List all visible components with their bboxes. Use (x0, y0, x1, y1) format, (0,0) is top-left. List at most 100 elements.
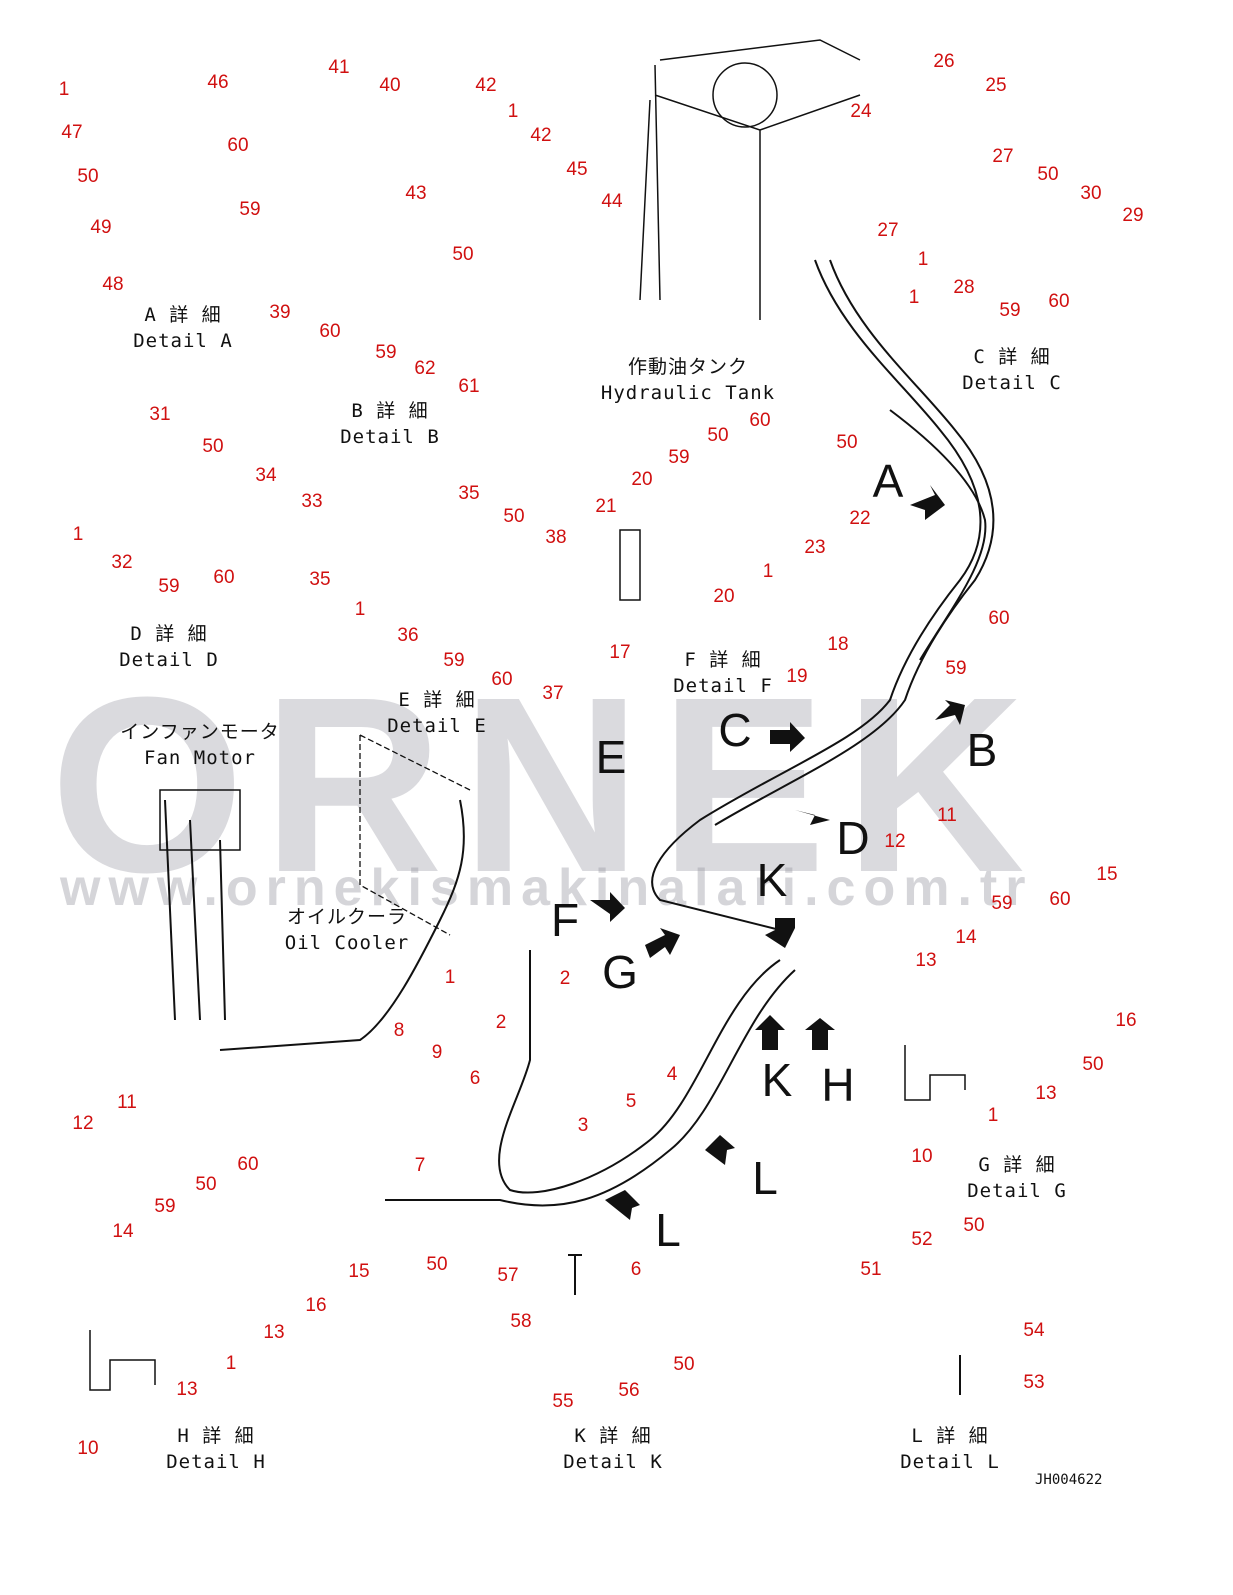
part-number-callout: 4 (666, 1064, 678, 1085)
part-number-callout: 38 (545, 527, 567, 548)
component-label-jp: インファンモータ (120, 721, 280, 743)
detail-g-bracket (904, 1045, 966, 1101)
detail-caption-jp: F 詳 細 (684, 649, 762, 671)
part-number-callout: 35 (309, 569, 331, 590)
part-number-callout: 59 (154, 1196, 176, 1217)
view-letter: K (756, 854, 788, 906)
watermark-logo: ORNEK (50, 645, 1043, 924)
part-number-callout: 59 (991, 893, 1013, 914)
detail-caption-jp: L 詳 細 (911, 1425, 989, 1447)
part-number-callout: 6 (630, 1259, 642, 1280)
part-number-callout: 60 (749, 410, 771, 431)
part-number-callout: 50 (77, 166, 99, 187)
component-label-en: Fan Motor (144, 747, 256, 769)
part-number-callout: 59 (239, 199, 261, 220)
part-number-callout: 1 (917, 249, 929, 270)
part-number-callout: 49 (90, 217, 112, 238)
part-number-callout: 54 (1023, 1320, 1045, 1341)
detail-caption-jp: G 詳 細 (978, 1154, 1056, 1176)
fan-motor-body (159, 789, 241, 851)
detail-h-bracket (89, 1330, 156, 1391)
component-label-en: Hydraulic Tank (600, 382, 776, 404)
part-number-callout: 50 (1082, 1054, 1104, 1075)
part-number-callout: 50 (503, 506, 525, 527)
part-number-callout: 59 (443, 650, 465, 671)
part-number-callout: 20 (631, 469, 653, 490)
part-number-callout: 41 (328, 57, 350, 78)
part-number-callout: 12 (884, 831, 906, 852)
part-number-callout: 50 (707, 425, 729, 446)
view-letter: L (655, 1204, 681, 1256)
view-letter: B (966, 724, 998, 776)
part-number-callout: 44 (601, 191, 623, 212)
part-number-callout: 14 (955, 927, 977, 948)
part-number-callout: 11 (937, 805, 957, 826)
detail-caption-en: Detail E (387, 715, 487, 737)
component-label-en: Oil Cooler (284, 932, 410, 954)
part-number-callout: 1 (58, 79, 70, 100)
part-number-callout: 1 (72, 524, 84, 545)
component-label-jp: 作動油タンク (627, 356, 748, 378)
detail-caption-jp: A 詳 細 (144, 304, 222, 326)
view-letter: C (718, 704, 752, 756)
part-number-callout: 12 (72, 1113, 94, 1134)
hose-main-3 (889, 409, 987, 661)
part-number-callout: 7 (414, 1155, 426, 1176)
part-number-callout: 58 (510, 1311, 532, 1332)
view-letter: D (836, 812, 870, 864)
part-number-callout: 40 (379, 75, 401, 96)
component-label: 作動油タンク Hydraulic Tank (601, 354, 775, 406)
part-number-callout: 60 (237, 1154, 259, 1175)
part-number-callout: 21 (595, 496, 617, 517)
detail-caption-en: Detail C (962, 372, 1062, 394)
part-number-callout: 60 (213, 567, 235, 588)
view-letter: F (550, 894, 580, 946)
part-number-callout: 50 (963, 1215, 985, 1236)
part-number-callout: 37 (542, 683, 564, 704)
hose-main-2 (714, 259, 995, 826)
view-arrows (590, 485, 965, 1220)
detail-caption-jp: H 詳 細 (177, 1425, 255, 1447)
part-number-callout: 1 (225, 1353, 237, 1374)
view-letter: G (602, 946, 638, 998)
part-number-callout: 20 (713, 586, 735, 607)
part-number-callout: 13 (263, 1322, 285, 1343)
part-number-callout: 34 (255, 465, 277, 486)
part-number-callout: 10 (77, 1438, 99, 1459)
hydraulic-tank-outline (639, 39, 861, 320)
part-number-callout: 50 (452, 244, 474, 265)
view-letter: E (595, 731, 627, 783)
part-number-callout: 59 (375, 342, 397, 363)
part-number-callout: 59 (668, 447, 690, 468)
component-label-jp: オイルクーラ (286, 906, 408, 928)
part-number-callout: 43 (405, 183, 427, 204)
part-number-callout: 6 (469, 1068, 481, 1089)
hose-lower-2 (385, 969, 796, 1207)
detail-caption-jp: B 詳 細 (351, 400, 429, 422)
view-letter: H (821, 1059, 855, 1111)
part-number-callout: 25 (985, 75, 1007, 96)
part-number-callout: 55 (552, 1391, 574, 1412)
detail-caption-jp: E 詳 細 (398, 689, 476, 711)
part-number-callout: 17 (609, 642, 631, 663)
part-number-callout: 1 (762, 561, 774, 582)
part-number-callout: 32 (111, 552, 133, 573)
part-number-callout: 16 (305, 1295, 327, 1316)
part-number-callout: 39 (269, 302, 291, 323)
part-number-callout: 9 (431, 1042, 443, 1063)
part-number-callout: 42 (530, 125, 552, 146)
hose-fan (164, 799, 226, 1021)
detail-caption: E 詳 細 Detail E (387, 687, 487, 739)
part-number-callout: 5 (625, 1091, 637, 1112)
part-number-callout: 27 (877, 220, 899, 241)
component-label: オイルクーラ Oil Cooler (285, 904, 409, 956)
part-number-callout: 2 (495, 1012, 507, 1033)
part-number-callout: 30 (1080, 183, 1102, 204)
component-label: インファンモータ Fan Motor (120, 719, 279, 771)
detail-k-bolt (568, 1254, 582, 1295)
part-number-callout: 14 (112, 1221, 134, 1242)
